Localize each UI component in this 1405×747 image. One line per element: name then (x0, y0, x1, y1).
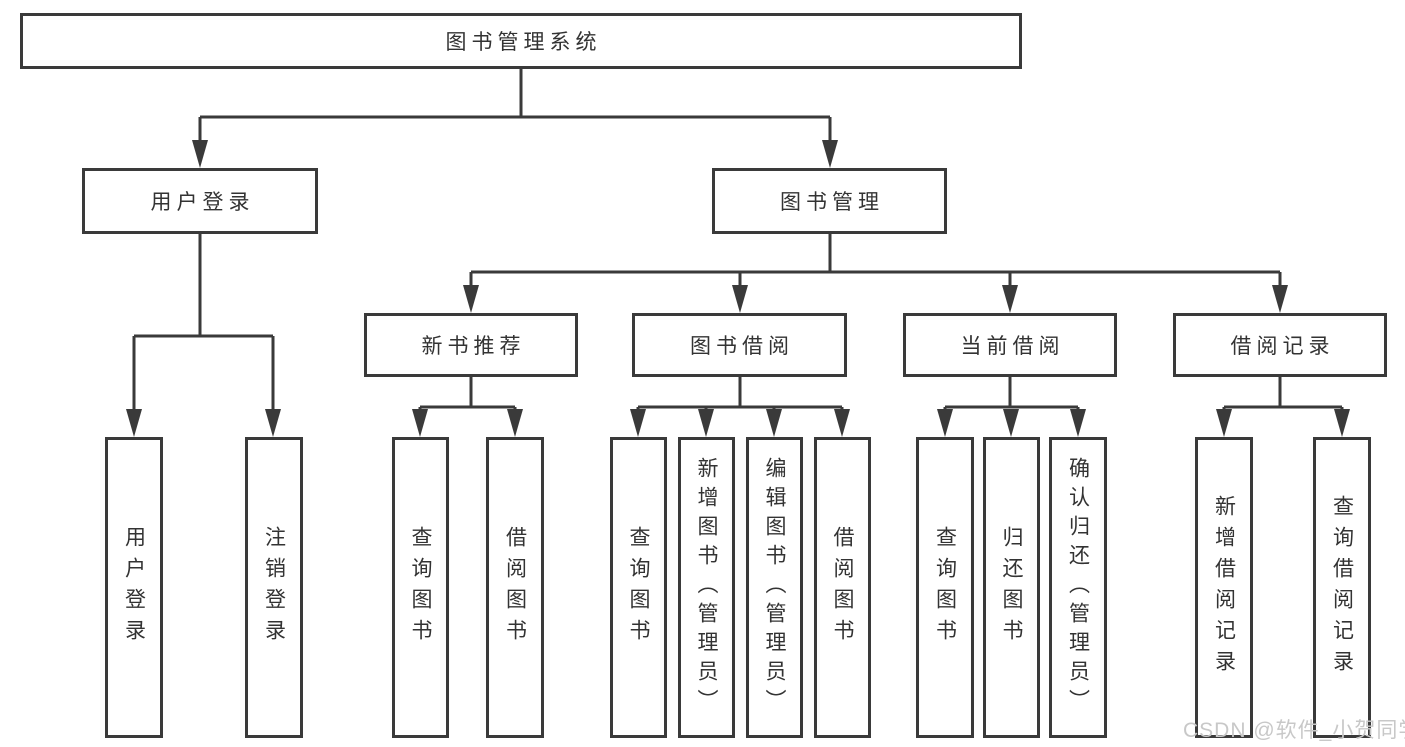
arrowhead (1002, 285, 1018, 313)
connector-book-mgmt-to-level3 (463, 234, 1288, 313)
leaf-return-book: 归还图书 (983, 437, 1040, 738)
node-new-book-recommend: 新书推荐 (364, 313, 578, 377)
leaf-label: 查询借阅记录 (1330, 494, 1354, 681)
leaf-label: 编辑图书（管理员） (763, 457, 786, 718)
node-root: 图书管理系统 (20, 13, 1022, 69)
node-book-borrow: 图书借阅 (632, 313, 847, 377)
connector-root-to-level2 (192, 68, 838, 168)
leaf-query-book-recommend: 查询图书 (392, 437, 449, 738)
arrowhead (937, 409, 953, 437)
leaf-user-login: 用户登录 (105, 437, 163, 738)
arrowhead (192, 140, 208, 168)
leaf-borrow-book: 借阅图书 (814, 437, 871, 738)
leaf-confirm-return-admin: 确认归还（管理员） (1049, 437, 1107, 738)
arrowhead (463, 285, 479, 313)
arrowhead (1334, 409, 1350, 437)
leaf-add-book-admin: 新增图书（管理员） (678, 437, 735, 738)
leaf-label: 确认归还（管理员） (1066, 457, 1090, 718)
leaf-query-book-current: 查询图书 (916, 437, 974, 738)
arrowhead (834, 409, 850, 437)
node-user-login: 用户登录 (82, 168, 318, 234)
leaf-add-borrow-record: 新增借阅记录 (1195, 437, 1253, 738)
arrowhead (732, 285, 748, 313)
leaf-label: 新增图书（管理员） (695, 457, 718, 718)
arrowhead (698, 409, 714, 437)
leaf-logout: 注销登录 (245, 437, 303, 738)
arrowhead (265, 409, 281, 437)
leaf-label: 新增借阅记录 (1212, 494, 1236, 681)
leaf-label: 查询图书 (627, 525, 650, 650)
leaf-label: 借阅图书 (831, 525, 854, 650)
arrowhead (412, 409, 428, 437)
node-borrow-records: 借阅记录 (1173, 313, 1387, 377)
leaf-edit-book-admin: 编辑图书（管理员） (746, 437, 803, 738)
arrowhead (1070, 409, 1086, 437)
leaf-query-book-borrow: 查询图书 (610, 437, 667, 738)
arrowhead (507, 409, 523, 437)
arrowhead (1272, 285, 1288, 313)
leaf-label: 注销登录 (262, 525, 286, 650)
arrowhead (766, 409, 782, 437)
arrowhead (1216, 409, 1232, 437)
connector-new-book-to-leaves (412, 377, 523, 437)
connector-current-borrow-to-leaves (937, 377, 1086, 437)
arrowhead (126, 409, 142, 437)
connector-borrow-records-to-leaves (1216, 377, 1350, 437)
arrowhead (822, 140, 838, 168)
connector-user-login-to-leaves (126, 234, 281, 437)
arrowhead (1003, 409, 1019, 437)
leaf-label: 查询图书 (933, 525, 957, 650)
node-book-management: 图书管理 (712, 168, 947, 234)
leaf-label: 查询图书 (409, 525, 432, 650)
leaf-label: 借阅图书 (503, 525, 527, 650)
leaf-label: 归还图书 (1000, 525, 1023, 650)
csdn-watermark: CSDN @软件_小贺同学 (1183, 719, 1405, 742)
connector-book-borrow-to-leaves (630, 377, 850, 437)
node-current-borrow: 当前借阅 (903, 313, 1117, 377)
leaf-label: 用户登录 (122, 525, 146, 650)
leaf-query-borrow-record: 查询借阅记录 (1313, 437, 1371, 738)
arrowhead (630, 409, 646, 437)
leaf-borrow-book-recommend: 借阅图书 (486, 437, 544, 738)
